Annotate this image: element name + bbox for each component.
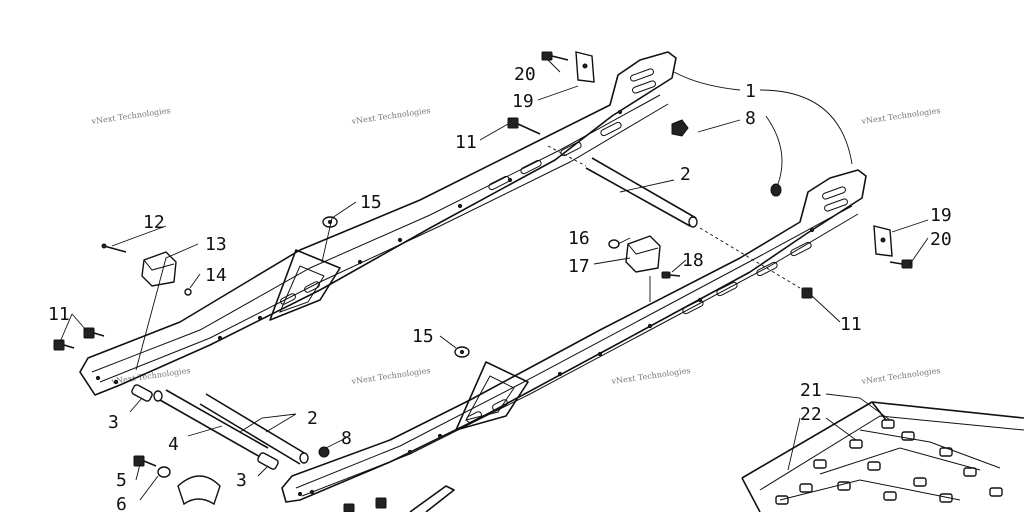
bolt-11-left-b [53, 339, 75, 351]
callout-19-top: 19 [512, 91, 534, 112]
callout-1: 1 [745, 81, 756, 102]
callout-15-bottom: 15 [412, 326, 434, 347]
callout-14: 14 [205, 265, 227, 286]
callout-4: 4 [168, 434, 179, 455]
callout-20-right: 20 [930, 229, 952, 250]
bolt-12 [101, 243, 127, 253]
bolt-20-top [541, 51, 569, 61]
bracket-19-right [873, 225, 893, 257]
callout-22: 22 [800, 404, 822, 425]
bolt-18 [661, 271, 681, 279]
callout-3-right: 3 [236, 470, 247, 491]
slider-block-13 [141, 251, 177, 287]
leader-lines [59, 59, 929, 501]
callout-21: 21 [800, 380, 822, 401]
bolt-lower-front [343, 497, 387, 512]
cross-shaft-upper [547, 145, 801, 289]
callout-6: 6 [116, 494, 127, 512]
callout-2-shaft-upper: 2 [680, 164, 691, 185]
callout-17: 17 [568, 256, 590, 277]
nut-14 [184, 288, 192, 296]
callout-5: 5 [116, 470, 127, 491]
washer-15-bottom [454, 346, 470, 358]
callout-18: 18 [682, 250, 704, 271]
wear-strip [409, 485, 455, 512]
callout-11-right: 11 [840, 314, 862, 335]
callout-15-top: 15 [360, 192, 382, 213]
callout-12: 12 [143, 212, 165, 233]
bolt-11-right [801, 287, 813, 299]
nut-8-top [671, 119, 689, 137]
callout-20-top: 20 [514, 64, 536, 85]
callout-3-left: 3 [108, 412, 119, 433]
hardware [53, 51, 913, 512]
slide-rail-rear [79, 51, 677, 396]
nut-8-mid [770, 183, 782, 197]
bolt-20-right [889, 259, 913, 269]
watermark-5: vNext Technologies [350, 366, 431, 386]
callout-11-left: 11 [48, 304, 70, 325]
bolt-5 [133, 455, 157, 467]
slider-block-17 [625, 235, 661, 273]
callout-8-lower: 8 [341, 428, 352, 449]
watermark-3: vNext Technologies [860, 106, 941, 126]
nut-8-lower [318, 446, 330, 458]
callout-2-shaft-lower: 2 [307, 408, 318, 429]
watermark-7: vNext Technologies [860, 366, 941, 386]
track-section [741, 401, 1024, 512]
callout-13: 13 [205, 234, 227, 255]
cross-shafts-lower [131, 384, 309, 470]
wheel-6 [177, 475, 221, 506]
watermark-1: vNext Technologies [90, 106, 171, 126]
washer-16 [608, 239, 620, 249]
slide-rail-front [281, 169, 867, 503]
callout-8-top: 8 [745, 108, 756, 129]
watermark-4: vNext Technologies [110, 366, 191, 386]
watermark-2: vNext Technologies [350, 106, 431, 126]
callout-11-top: 11 [455, 132, 477, 153]
bolt-11-left-a [83, 327, 105, 339]
watermark-6: vNext Technologies [610, 366, 691, 386]
callout-16: 16 [568, 228, 590, 249]
washer-6 [157, 466, 171, 478]
bolt-11-top [507, 117, 541, 135]
bracket-19-top [575, 51, 595, 83]
callout-19-right: 19 [930, 205, 952, 226]
callout-labels: 1 2 2 3 3 4 5 6 8 8 11 11 11 12 13 14 15… [48, 64, 952, 512]
